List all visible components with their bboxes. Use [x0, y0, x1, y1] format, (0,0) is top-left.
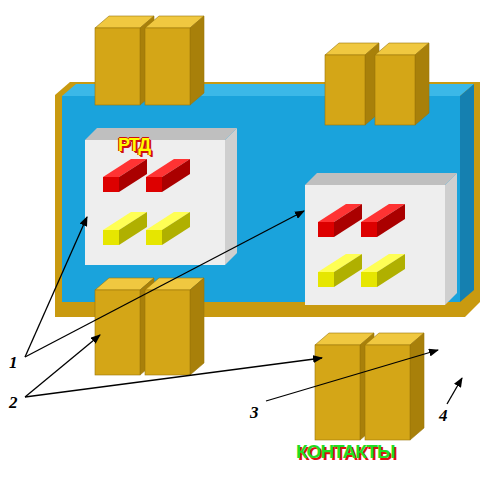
callout-number: 3	[250, 404, 259, 423]
rtd-block	[85, 128, 457, 305]
contact-terminals	[95, 16, 429, 440]
contact-bars	[103, 159, 405, 287]
contacts-label: КОНТАКТЫ	[296, 442, 395, 463]
component-label: РТД	[118, 136, 150, 156]
callout-number: 1	[9, 354, 18, 373]
leader-lines	[25, 211, 462, 404]
callout-number: 4	[439, 407, 448, 426]
callout-number: 2	[9, 394, 18, 413]
